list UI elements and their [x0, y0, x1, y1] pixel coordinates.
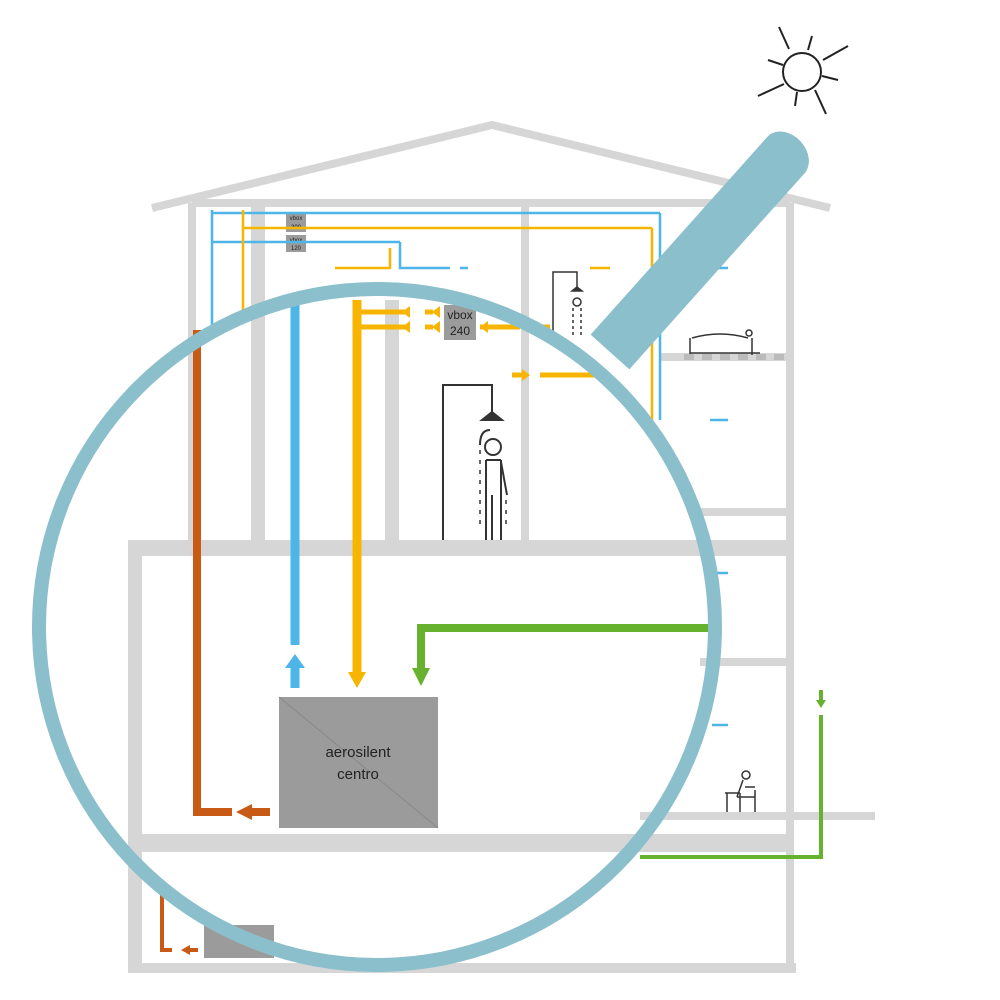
extract-arrow-small-1	[402, 306, 410, 318]
extract-arrow-icon	[348, 672, 366, 688]
outdoor-intake-arrow-icon	[816, 700, 826, 708]
house-structure	[128, 120, 875, 973]
supply-air-duct	[285, 300, 305, 688]
vbox-small-120: vbox 120	[286, 235, 306, 252]
vbox-240-label-1: vbox	[447, 308, 472, 322]
small-shower-icon	[552, 271, 585, 340]
extract-arrow-small-3	[432, 306, 440, 318]
unit-label-line2: centro	[337, 766, 379, 783]
aerosilent-centro-unit: aerosilent centro	[278, 696, 439, 829]
extract-arrow-small-4	[432, 321, 440, 333]
extract-arrow-small-6	[522, 369, 530, 381]
extract-arrow-small-5	[480, 321, 488, 333]
vbox-240-label-2: 240	[450, 324, 470, 338]
outdoor-air-duct	[417, 624, 710, 668]
seated-person-icon	[725, 770, 756, 812]
exhaust-air-duct	[193, 330, 270, 816]
vbox-small-300-label-1: vbox	[290, 216, 303, 222]
shower-person-icon	[442, 384, 508, 540]
exhaust-arrow-icon	[236, 804, 252, 820]
supply-arrow-icon	[285, 654, 305, 668]
magnified-scene: vbox 240	[193, 300, 710, 829]
basement-exhaust-arrow-icon	[181, 945, 190, 955]
sun-icon	[757, 26, 849, 115]
extract-arrow-small-2	[402, 321, 410, 333]
bed-icon	[689, 329, 760, 355]
vbox-240: vbox 240	[444, 305, 476, 340]
outdoor-intake-duct	[640, 690, 823, 859]
outdoor-arrow-icon	[412, 668, 430, 686]
basement-exhaust-duct	[160, 895, 198, 952]
unit-label-line1: aerosilent	[325, 744, 391, 761]
magnifier-icon	[32, 131, 809, 972]
vbox-small-120-label-2: 120	[291, 246, 302, 252]
